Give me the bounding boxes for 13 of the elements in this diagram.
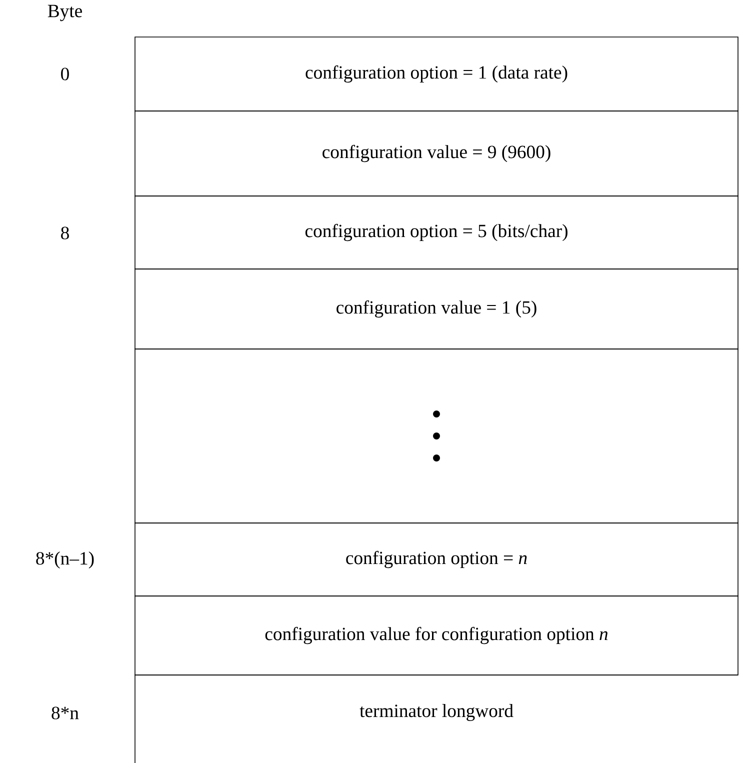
table-row: configuration value for configuration option n [134,596,738,676]
table-row: configuration option = n [134,522,738,596]
ellipsis-row [134,348,738,524]
table-row: configuration value = 9 (9600) [134,110,738,196]
byte-offset: 0 [61,68,69,80]
table-row: configuration option = 5 (bits/char) [134,196,738,270]
byte-offset: 8 [61,226,69,240]
byte-offset: 8*(n–1) [36,552,94,568]
table-row: configuration option = 1 (data rate) [134,36,738,112]
table-row: configuration value = 1 (5) [134,268,738,350]
table-row: terminator longword [360,704,514,721]
column-heading: Byte [48,4,82,22]
byte-offset: 8*n [52,706,79,720]
